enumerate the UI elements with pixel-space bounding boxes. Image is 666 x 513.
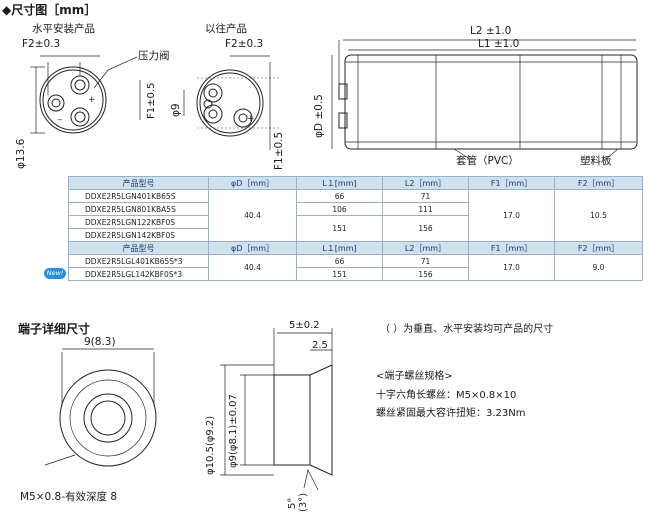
terminal-end-view — [44, 348, 157, 467]
phi-d-label: φD ±0.5 — [313, 94, 325, 138]
dimension-section-title: ◆尺寸图［mm］ — [2, 3, 97, 17]
f1-right-label: F1±0.5 — [273, 131, 285, 170]
f2-cell: 9.0 — [554, 254, 643, 281]
model-cell: DDXE2R5LGN801KBA5S — [68, 202, 209, 216]
header-d: φD［mm］ — [208, 241, 297, 255]
model-cell: DDXE2R5LGL142KBF0S*3 — [68, 267, 209, 281]
terminal-section-title: 端子详细尺寸 — [18, 322, 91, 336]
previous-end-view: + — [183, 55, 280, 150]
thread-label: M5×0.8-有效深度 8 — [20, 491, 118, 503]
table-row: DDXE2R5LGN401KB65S 40.4 66 71 17.0 10.5 — [68, 189, 643, 242]
terminal-width-label: 9(8.3) — [84, 336, 116, 348]
side-view — [331, 39, 638, 160]
spec-table-header-row: 产品型号 φD［mm］ L１[mm] L2［mm］ F1［mm］ F2［mm］ — [68, 176, 643, 190]
l1-cell: 151 — [296, 267, 383, 281]
header-l1: L１[mm] — [296, 176, 383, 190]
f2-cell: 10.5 — [554, 189, 643, 242]
torque-spec: 螺丝紧固最大容许扭矩：3.23Nm — [376, 408, 526, 419]
l1-cell: 66 — [296, 254, 383, 268]
screw-spec-title: <端子螺丝规格> — [376, 371, 453, 382]
header-l2: L2［mm］ — [382, 176, 469, 190]
d-cell: 40.4 — [208, 254, 297, 281]
phi-9-label: φ9 — [170, 103, 182, 117]
new-badge: New! — [44, 268, 66, 279]
l1-cell: 151 — [296, 215, 383, 242]
header-model: 产品型号 — [68, 176, 209, 190]
l2-cell: 111 — [382, 202, 469, 216]
header-l2: L2［mm］ — [382, 241, 469, 255]
header-d: φD［mm］ — [208, 176, 297, 190]
header-l1: L１[mm] — [296, 241, 383, 255]
table-row: DDXE2R5LGN801KBA5S 106 111 — [68, 202, 643, 216]
f2-left-label: F2±0.3 — [22, 38, 61, 50]
previous-product-label: 以往产品 — [205, 23, 247, 35]
table-row: DDXE2R5LGN122KBF0S 151 156 — [68, 215, 643, 242]
paren-note: （ ）为垂直、水平安装均可产品的尺寸 — [380, 324, 554, 335]
diameter-10-5-label: φ10.5(φ9.2) — [205, 415, 216, 475]
model-cell: DDXE2R5LGL401KB65S*3 — [68, 254, 209, 268]
header-f2: F2［mm］ — [554, 241, 643, 255]
model-cell: DDXE2R5LGN401KB65S — [68, 189, 209, 203]
spec-table: 产品型号 φD［mm］ L１[mm] L2［mm］ F1［mm］ F2［mm］ … — [68, 176, 643, 281]
f1-cell: 17.0 — [468, 189, 555, 242]
sleeve-label: 套管（PVC） — [456, 155, 519, 167]
screw-spec: 十字六角长螺丝：M5×0.8×10 — [376, 390, 517, 401]
svg-text:+: + — [88, 95, 96, 105]
f1-small-label: F1±0.5 — [146, 82, 157, 119]
header-f1: F1［mm］ — [468, 176, 555, 190]
l1-cell: 106 — [296, 202, 383, 216]
horizontal-end-view: + − — [30, 55, 107, 134]
l1-cell: 66 — [296, 189, 383, 203]
header-f2: F2［mm］ — [554, 176, 643, 190]
header-f1: F1［mm］ — [468, 241, 555, 255]
table-row: DDXE2R5LGL142KBF0S*3 151 156 — [68, 267, 643, 281]
spec-table-header-row-2: 产品型号 φD［mm］ L１[mm] L2［mm］ F1［mm］ F2［mm］ — [68, 241, 643, 255]
angle-alt-label: (3°) — [298, 492, 309, 512]
l2-cell: 71 — [382, 254, 469, 268]
diameter-9-label: φ9(φ8.1)±0.07 — [228, 394, 239, 468]
valve-label: 压力阀 — [138, 50, 170, 62]
length-2-5-label: 2.5 — [312, 340, 328, 351]
table-row: DDXE2R5LGL401KB65S*3 40.4 66 71 17.0 9.0 — [68, 254, 643, 281]
horizontal-product-label: 水平安装产品 — [32, 23, 95, 35]
d-cell: 40.4 — [208, 189, 297, 242]
l2-cell: 156 — [382, 267, 469, 281]
terminal-side-view — [220, 328, 333, 491]
l2-cell: 156 — [382, 215, 469, 242]
l2-cell: 71 — [382, 189, 469, 203]
l2-label: L2 ±1.0 — [470, 25, 512, 37]
l1-label: L1 ±1.0 — [478, 38, 520, 50]
model-cell: DDXE2R5LGN122KBF0S — [68, 215, 209, 229]
angle-label: 5° — [287, 497, 298, 509]
f2-right-label: F2±0.3 — [225, 38, 264, 50]
svg-text:+: + — [247, 114, 255, 124]
header-model: 产品型号 — [68, 241, 209, 255]
length-5-label: 5±0.2 — [289, 320, 320, 331]
f1-cell: 17.0 — [468, 254, 555, 281]
plastic-plate-label: 塑料板 — [580, 155, 612, 167]
model-cell: DDXE2R5LGN142KBF0S — [68, 228, 209, 242]
phi-13-6-label: φ13.6 — [15, 138, 27, 169]
svg-text:−: − — [57, 116, 63, 124]
